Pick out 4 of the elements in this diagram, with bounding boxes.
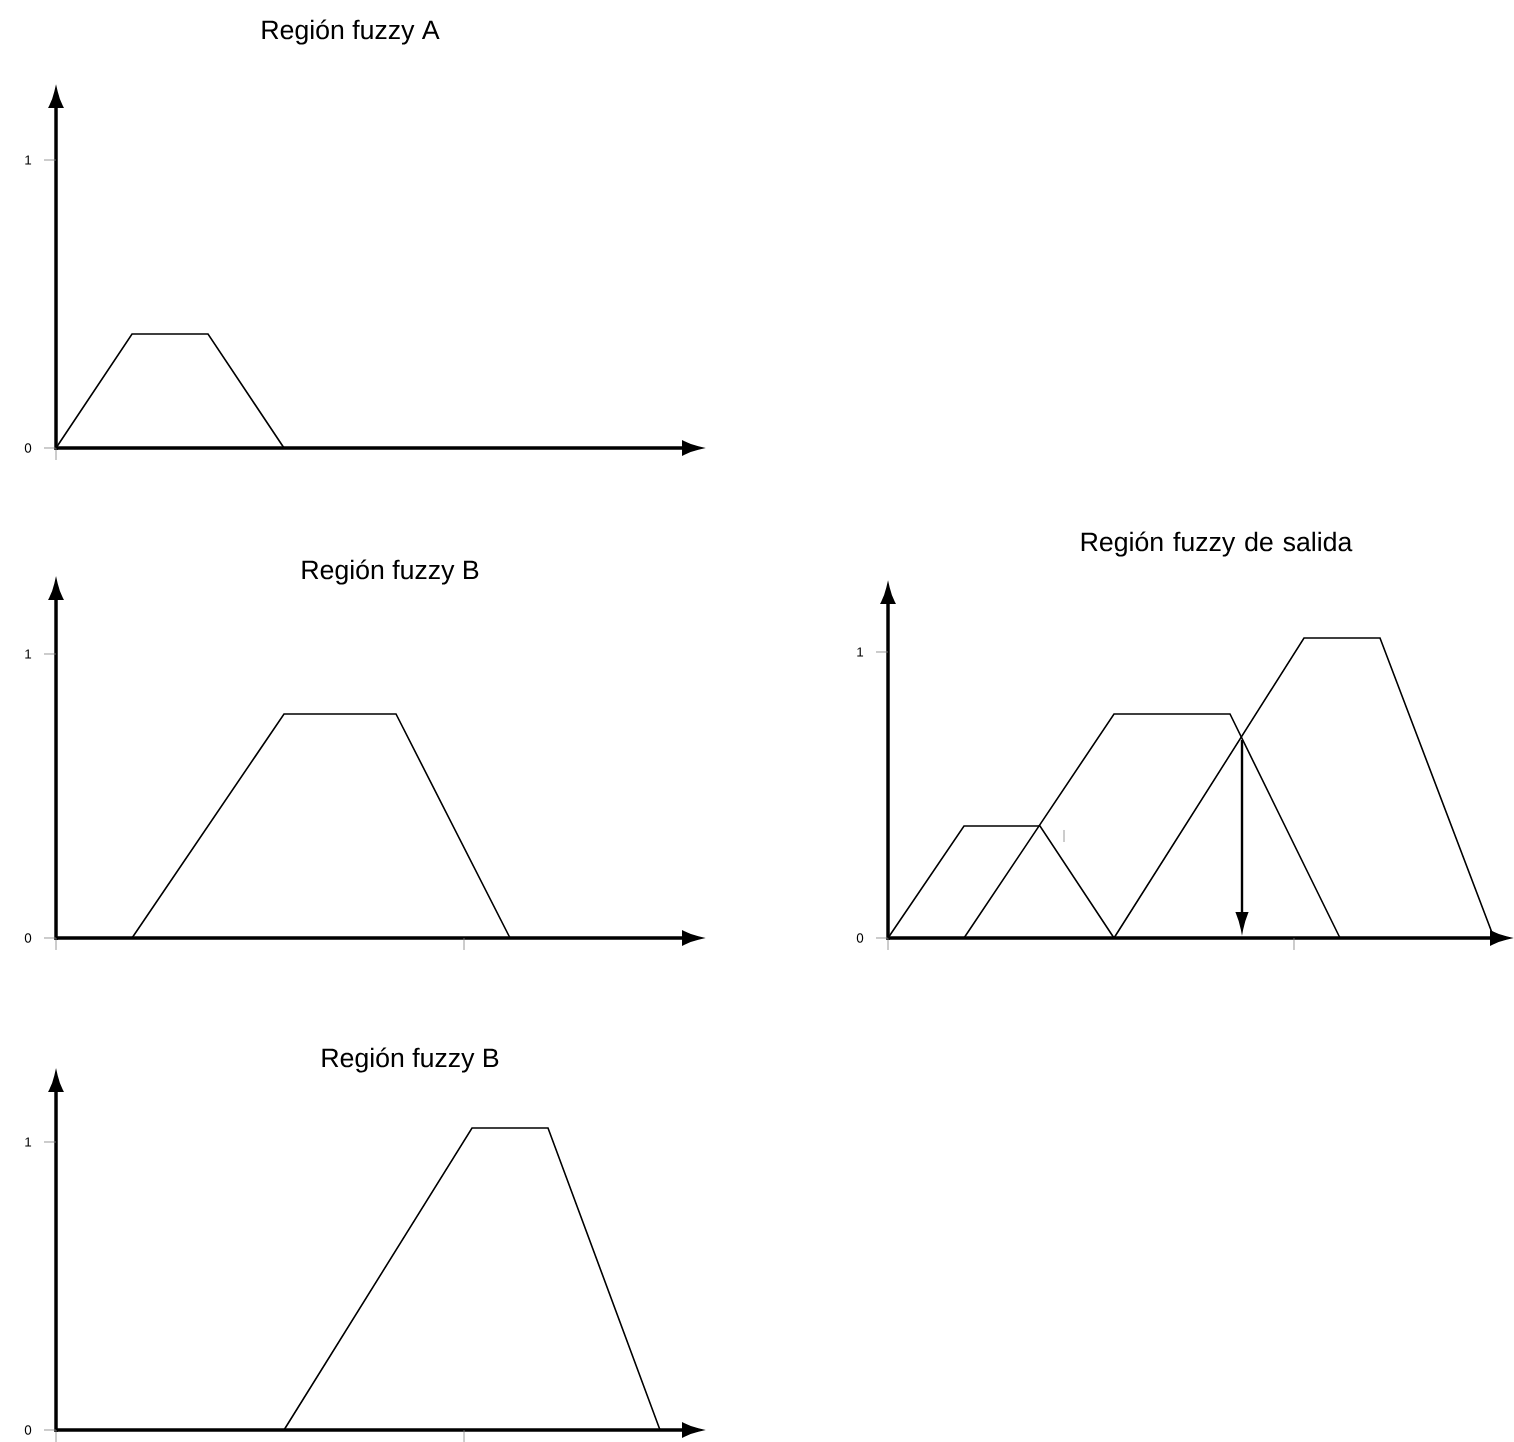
- chart-title: Región fuzzy A: [262, 19, 440, 45]
- chart-title: Región fuzzy de salida: [1081, 531, 1353, 557]
- chart-title: Región fuzzy B: [322, 1047, 499, 1073]
- chart-title: Región fuzzy B: [302, 559, 479, 585]
